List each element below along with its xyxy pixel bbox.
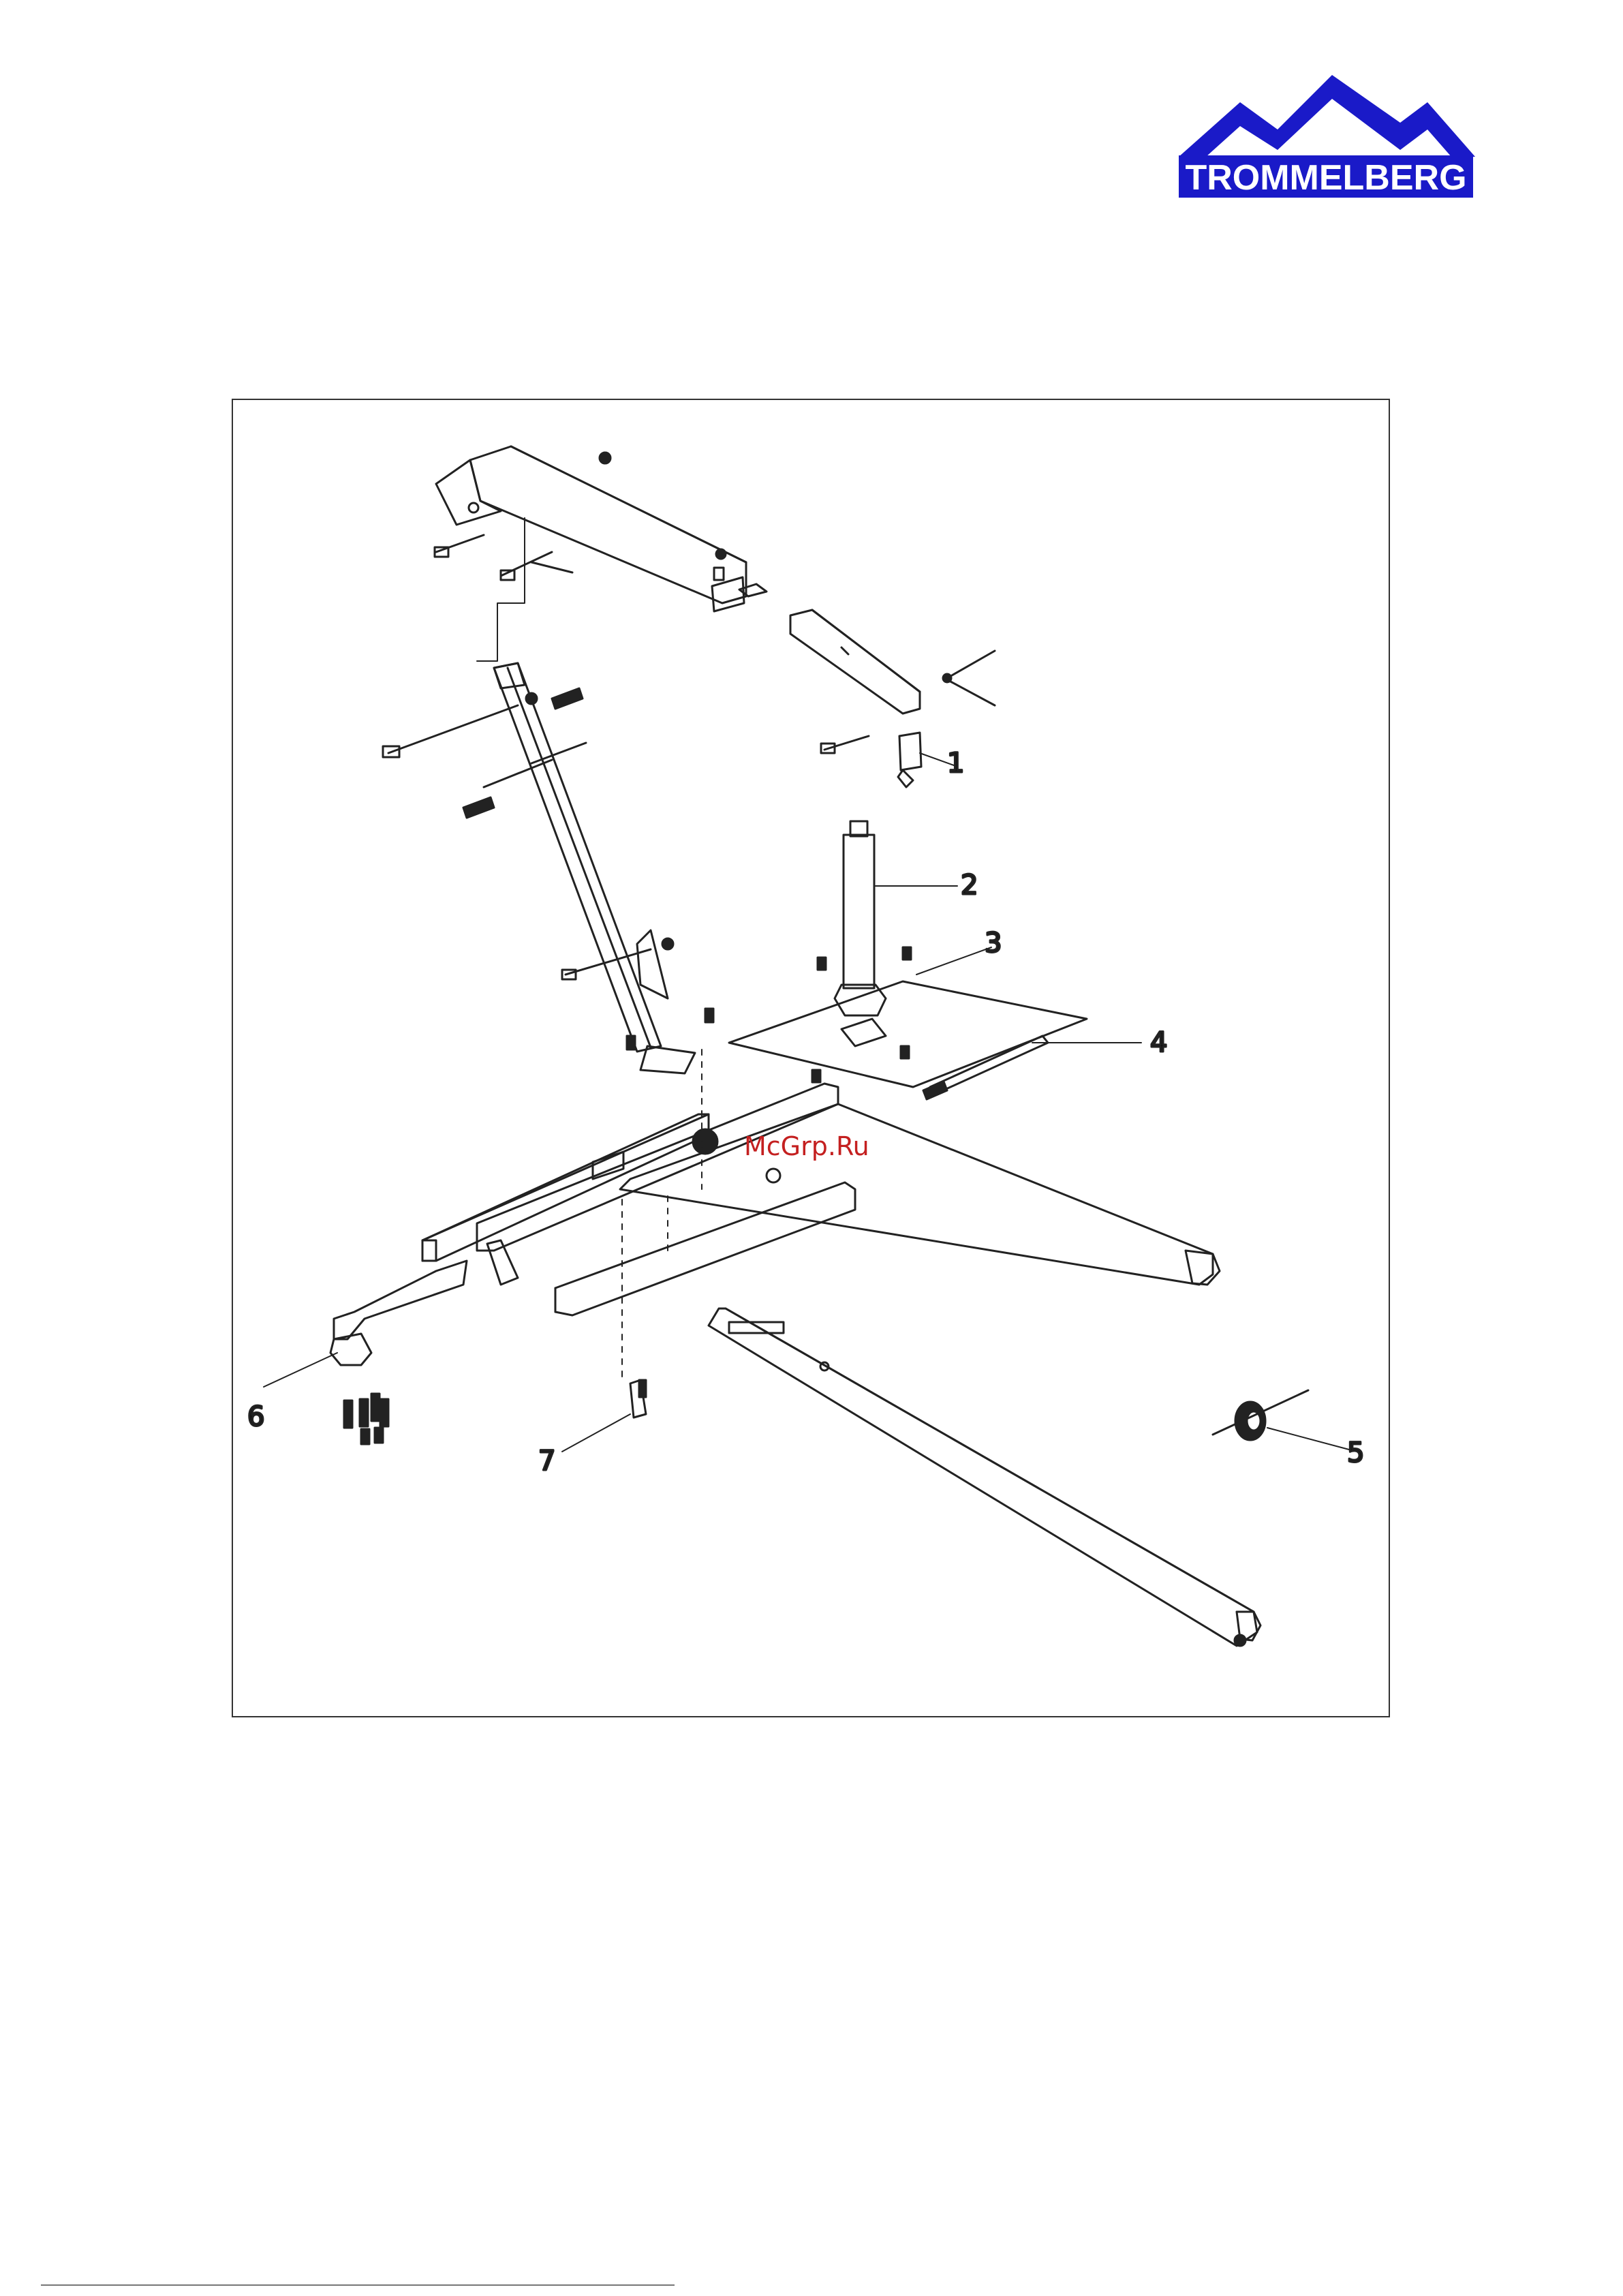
wheel (1213, 1390, 1349, 1450)
leader-line (477, 518, 525, 661)
callout-5: 5 (1347, 1437, 1364, 1469)
callout-4: 4 (1150, 1027, 1167, 1058)
mountain-icon (1179, 75, 1475, 157)
ram-base-plate (729, 947, 1087, 1087)
exploded-parts-diagram: 1 2 3 4 5 6 7 McGrp.Ru (232, 399, 1390, 1717)
hook-part (898, 733, 954, 787)
caster-bolts (264, 1353, 388, 1444)
callout-2: 2 (961, 870, 978, 901)
upright-column (494, 663, 695, 1073)
pump-handle (923, 1036, 1141, 1099)
callout-3: 3 (985, 928, 1002, 959)
callout-6: 6 (247, 1401, 264, 1433)
brand-logo: TROMMELBERG (1175, 68, 1475, 204)
brand-name: TROMMELBERG (1185, 158, 1466, 198)
footer-rule (41, 2284, 675, 2286)
callout-1: 1 (947, 748, 964, 779)
boom-extension (790, 610, 995, 753)
watermark-text: McGrp.Ru (744, 1131, 869, 1161)
callout-7: 7 (538, 1445, 555, 1477)
base-leg (709, 1308, 1261, 1646)
bracket-bolt (562, 1050, 702, 1452)
boom-arm (436, 446, 746, 611)
boom-bolts (435, 453, 767, 596)
